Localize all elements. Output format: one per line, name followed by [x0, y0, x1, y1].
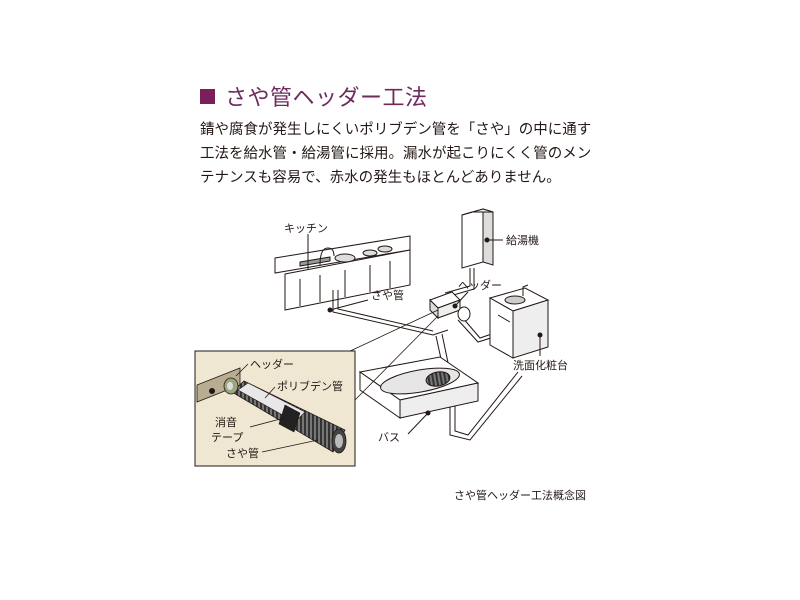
label-saya-pipe: さや管 — [371, 288, 404, 302]
description: 錆や腐食が発生しにくいポリブデン管を「さや」の中に通す 工法を給水管・給湯管に採… — [200, 118, 620, 190]
inset-callout-line-top — [347, 309, 439, 353]
kitchen-illustration — [274, 235, 411, 311]
inset-header-leader — [235, 363, 249, 377]
diagram-caption: さや管ヘッダー工法概念図 — [454, 489, 586, 502]
label-inset-header: ヘッダー — [250, 357, 294, 371]
label-header: ヘッダー — [458, 278, 502, 292]
title-square-icon — [200, 88, 215, 104]
label-inset-tape-2: テープ — [211, 431, 243, 444]
label-inset-polybutene: ポリブデン管 — [277, 379, 343, 393]
inset-callout-line-bottom — [354, 315, 439, 401]
inset-polybutene-leader — [264, 386, 276, 399]
saya-pipe-leader — [329, 299, 369, 311]
description-line-3: テナンスも容易で、赤水の発生もほとんどありません。 — [200, 170, 561, 186]
label-kitchen: キッチン — [284, 222, 328, 235]
inset-tape-leader — [249, 417, 285, 428]
bath-leader — [407, 412, 429, 435]
label-inset-saya: さや管 — [226, 446, 259, 460]
label-water-heater: 給湯機 — [506, 233, 539, 247]
description-line-1: 錆や腐食が発生しにくいポリブデン管を「さや」の中に通す — [200, 122, 592, 138]
label-washstand: 洗面化粧台 — [513, 358, 568, 372]
bath-illustration — [358, 356, 480, 419]
label-inset-tape-1: 消音 — [215, 415, 237, 429]
description-line-2: 工法を給水管・給湯管に採用。漏水が起こりにくく管のメン — [200, 146, 592, 162]
inset-saya-leader — [261, 439, 319, 453]
section-title: さや管ヘッダー工法 — [200, 80, 428, 112]
title-text: さや管ヘッダー工法 — [225, 86, 428, 111]
inset-detail — [194, 350, 356, 467]
water-heater-illustration — [461, 208, 494, 269]
label-bath: バス — [378, 431, 400, 444]
header-leader — [454, 291, 469, 307]
washstand-illustration — [488, 284, 550, 359]
